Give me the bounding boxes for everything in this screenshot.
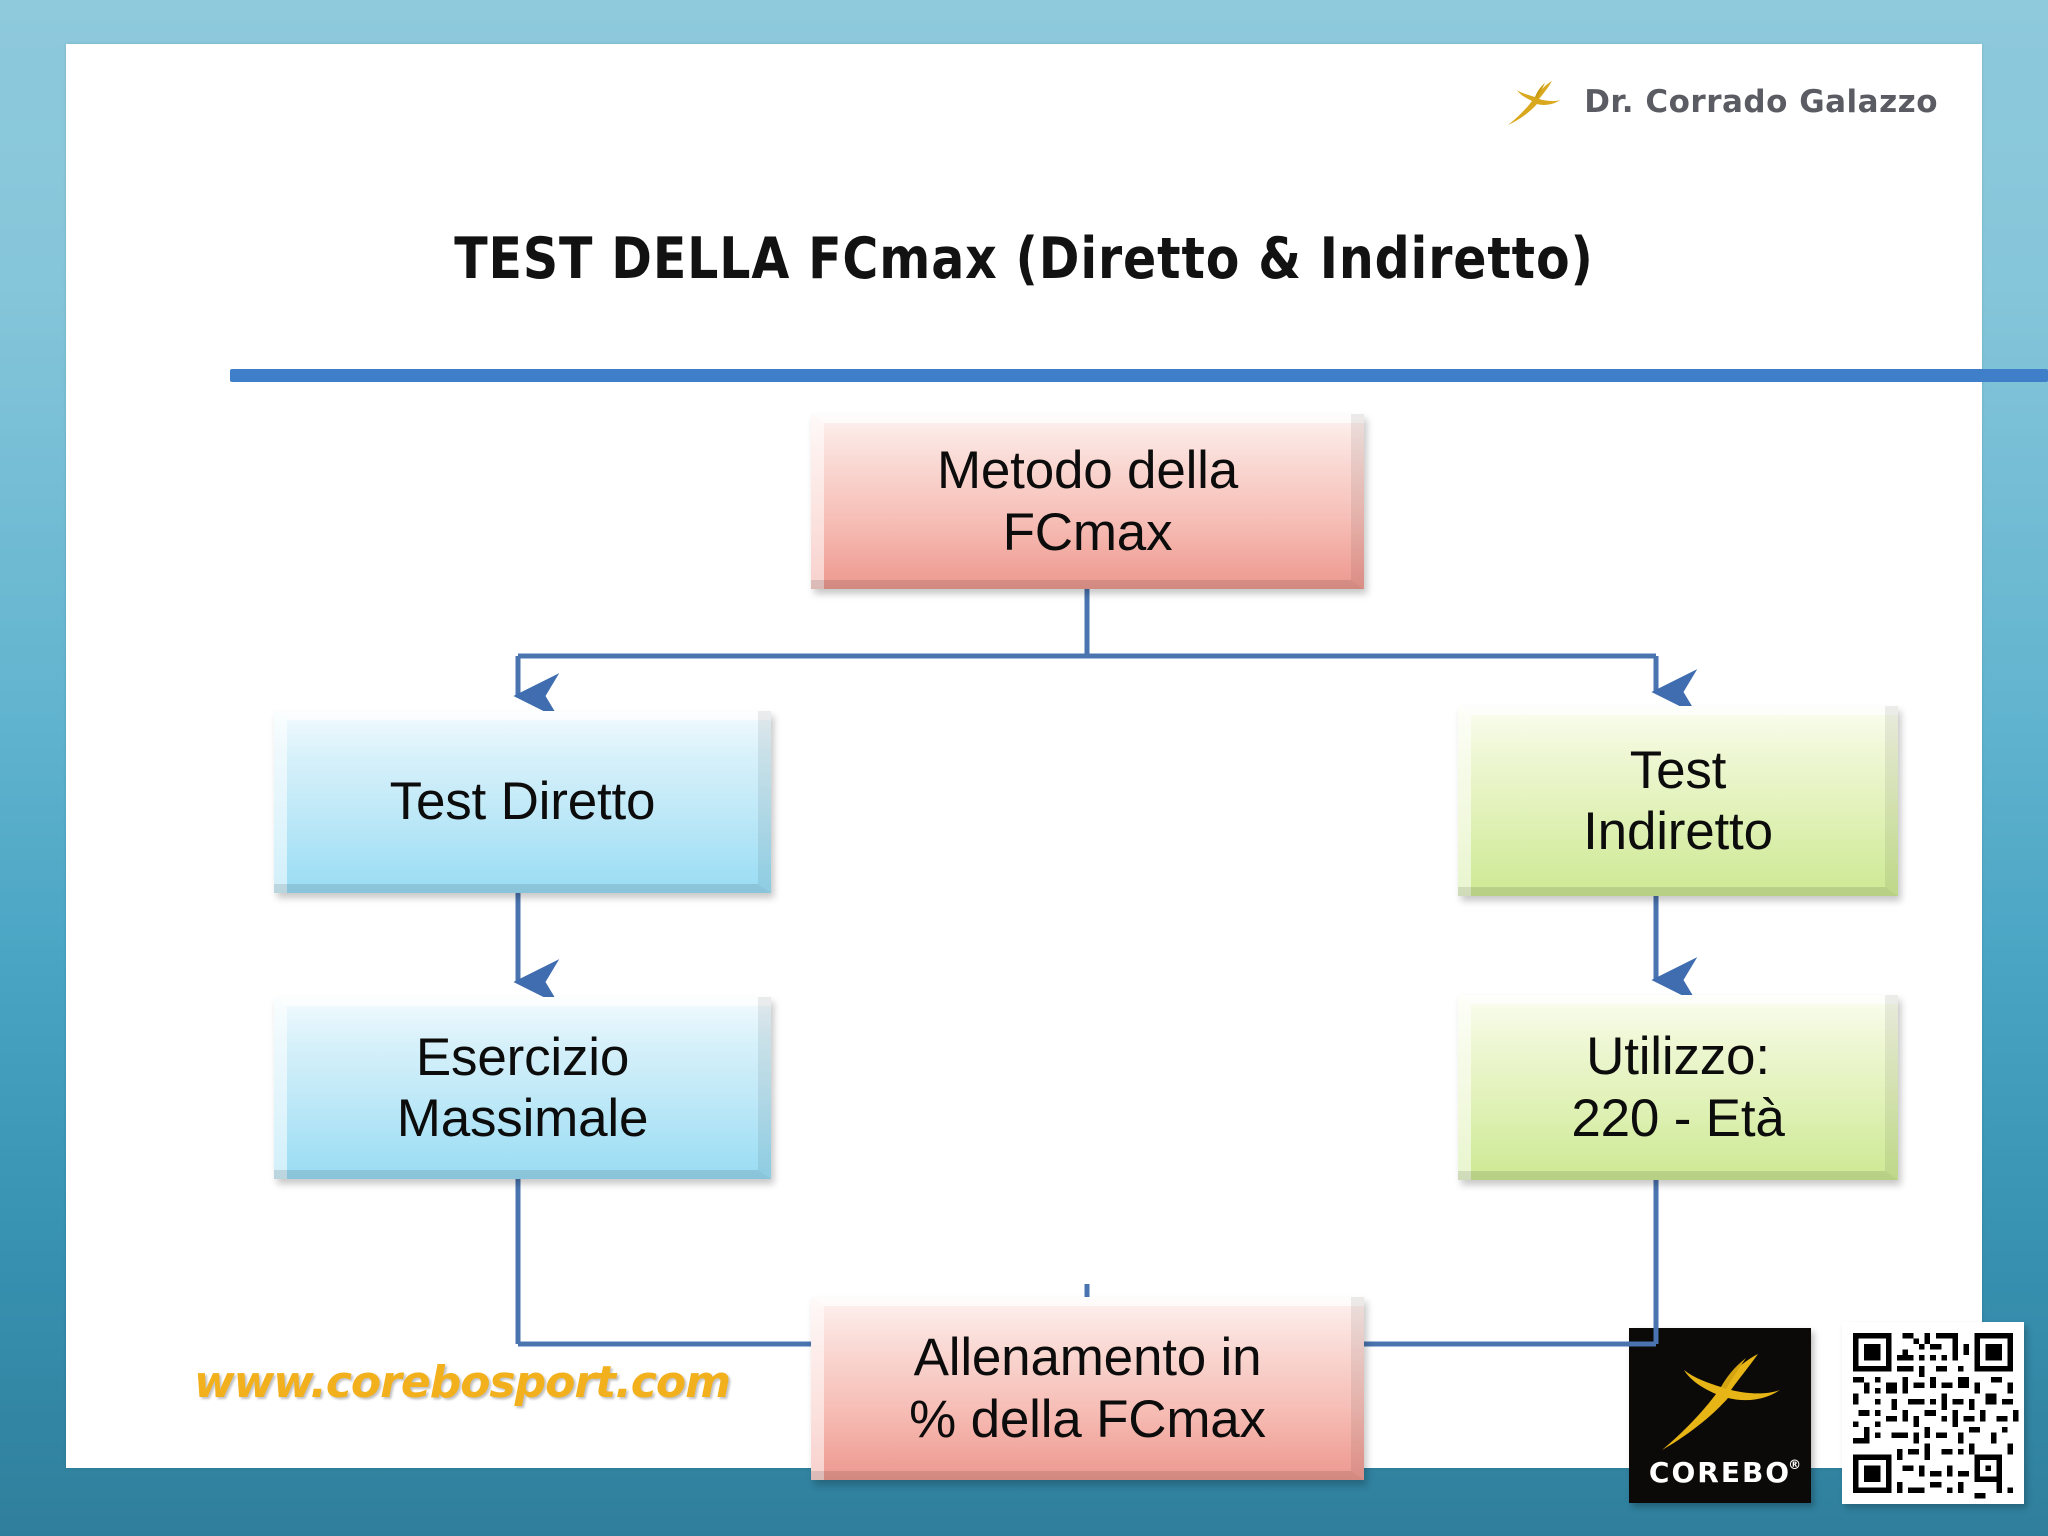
page-title: TEST DELLA FCmax (Diretto & Indiretto) (454, 226, 1594, 292)
runner-icon (1504, 76, 1562, 128)
flow-node-esercizio-massimale[interactable]: Esercizio Massimale (274, 997, 771, 1179)
flow-node-line: Allenamento in (913, 1328, 1262, 1388)
doctor-name-label: Dr. Corrado Galazzo (1584, 84, 1938, 120)
flow-node-line: Metodo della (936, 441, 1239, 501)
website-url[interactable]: www.corebosport.com (194, 1357, 731, 1408)
flow-node-line: FCmax (1002, 502, 1173, 562)
corebo-wordmark: COREBO® (1648, 1456, 1804, 1489)
flow-node-test-indiretto[interactable]: Test Indiretto (1458, 706, 1898, 896)
flow-node-metodo[interactable]: Metodo della FCmax (811, 414, 1364, 589)
flow-node-line: Indiretto (1583, 802, 1773, 861)
flow-node-line: 220 - Età (1571, 1088, 1785, 1148)
registered-mark: ® (1788, 1458, 1804, 1473)
flow-node-line: Esercizio (415, 1027, 630, 1087)
flow-node-line: Test (1629, 740, 1727, 800)
slide-canvas: Dr. Corrado Galazzo TEST DELLA FCmax (Di… (66, 44, 2048, 1504)
flow-node-allenamento[interactable]: Allenamento in % della FCmax (811, 1297, 1364, 1480)
flow-node-line: Test Diretto (389, 772, 656, 832)
corebo-logo: COREBO® (1629, 1328, 1811, 1503)
qr-code-icon[interactable] (1842, 1322, 2024, 1504)
header-brand: Dr. Corrado Galazzo (1504, 72, 1938, 132)
flow-node-line: % della FCmax (909, 1389, 1266, 1449)
runner-icon (1654, 1350, 1786, 1454)
flow-node-line: Utilizzo: (1586, 1027, 1770, 1087)
flow-node-utilizzo[interactable]: Utilizzo: 220 - Età (1458, 995, 1898, 1180)
flow-node-line: Massimale (396, 1089, 649, 1148)
title-divider (230, 369, 2048, 382)
flow-node-test-diretto[interactable]: Test Diretto (274, 711, 771, 893)
flow-connectors (513, 589, 1698, 1367)
